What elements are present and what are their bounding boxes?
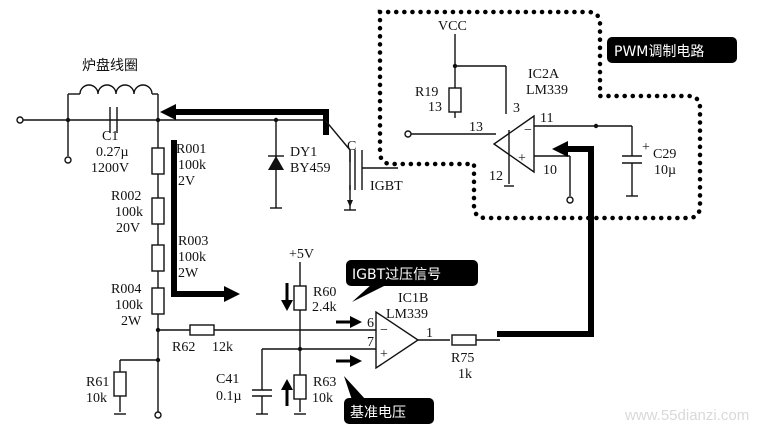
ic1b-wiring xyxy=(113,262,500,415)
r001-power: 2V xyxy=(178,174,195,189)
ic1b-part: LM339 xyxy=(386,307,428,322)
dy1-part: BY459 xyxy=(290,161,330,176)
c41-name: C41 xyxy=(216,372,239,387)
r003-name: R003 xyxy=(178,234,208,249)
induction-coil xyxy=(68,84,158,95)
r61-name: R61 xyxy=(86,375,109,390)
resistor-r60 xyxy=(293,285,307,311)
coil-label: 炉盘线圈 xyxy=(82,57,138,74)
pwm-region-outline xyxy=(377,9,703,221)
pin6-pointer-arrow xyxy=(336,316,362,328)
r62-name: R62 xyxy=(172,340,195,355)
r60-down-arrow xyxy=(281,283,293,311)
ic2a-name: IC2A xyxy=(528,67,560,82)
c29-plus: + xyxy=(642,140,650,155)
resistor-r61 xyxy=(113,371,127,397)
igbt-transistor xyxy=(324,119,398,211)
ic1b-plus: + xyxy=(380,347,388,362)
pin-11: 11 xyxy=(540,111,553,126)
resistor-r002 xyxy=(151,197,165,225)
pin-12: 12 xyxy=(489,169,503,184)
c1-name: C1 xyxy=(102,129,118,144)
pin-6: 6 xyxy=(367,316,374,331)
divider-signal-arrow xyxy=(171,140,240,302)
r62-value: 12k xyxy=(212,340,233,355)
resistor-r62 xyxy=(189,324,215,336)
pwm-callout: PWM调制电路 xyxy=(607,37,737,63)
r003-power: 2W xyxy=(178,266,199,281)
r19-name: R19 xyxy=(415,85,438,100)
feedback-arrow-right xyxy=(497,141,594,337)
r002-power: 20V xyxy=(116,221,140,236)
ref-voltage-callout: 基准电压 xyxy=(344,376,434,424)
capacitor-c1 xyxy=(109,107,118,133)
r75-name: R75 xyxy=(451,351,474,366)
divider-chain xyxy=(151,120,165,419)
feedback-arrow-top xyxy=(160,104,329,135)
r19-value: 13 xyxy=(428,100,442,115)
r60-name: R60 xyxy=(313,285,336,300)
dy1-name: DY1 xyxy=(290,145,317,160)
r001-value: 100k xyxy=(178,158,206,173)
r001-name: R001 xyxy=(176,142,206,157)
resistor-r004 xyxy=(151,287,165,315)
r75-value: 1k xyxy=(458,367,472,382)
pin-1: 1 xyxy=(426,326,433,341)
resistor-r75 xyxy=(451,334,477,346)
pin-7: 7 xyxy=(367,335,374,350)
comparator-ic1b xyxy=(375,310,420,370)
r003-value: 100k xyxy=(178,250,206,265)
r63-value: 10k xyxy=(312,391,333,406)
pwm-wiring xyxy=(404,34,507,138)
c41-value: 0.1µ xyxy=(216,389,242,404)
comparator-ic2a xyxy=(492,114,574,204)
ref-voltage-label: 基准电压 xyxy=(350,404,406,421)
r004-power: 2W xyxy=(121,314,142,329)
resistor-r003 xyxy=(151,244,165,272)
resistor-r001 xyxy=(151,147,165,175)
ic1b-name: IC1B xyxy=(398,291,428,306)
ic2a-minus: − xyxy=(524,123,532,138)
resistor-r63 xyxy=(293,374,307,400)
pwm-label: PWM调制电路 xyxy=(614,44,704,60)
vcc-label: VCC xyxy=(438,19,467,34)
igbt-collector-label: C xyxy=(347,139,356,154)
igbt-signal-label: IGBT过压信号 xyxy=(352,267,441,283)
c29-name: C29 xyxy=(653,147,676,162)
r004-value: 100k xyxy=(115,298,143,313)
pin-10: 10 xyxy=(543,163,557,178)
watermark: www.55dianzi.com xyxy=(624,407,749,424)
r63-up-arrow xyxy=(281,379,293,406)
igbt-label: IGBT xyxy=(370,179,403,194)
igbt-signal-callout: IGBT过压信号 xyxy=(346,260,478,302)
resistor-r19 xyxy=(448,87,462,113)
diode-dy1 xyxy=(268,120,284,209)
r63-name: R63 xyxy=(313,375,336,390)
capacitor-c29 xyxy=(534,123,642,197)
pin7-pointer-arrow xyxy=(336,355,362,367)
ic2a-plus: + xyxy=(518,151,526,166)
r004-name: R004 xyxy=(111,282,141,297)
ic1b-minus: − xyxy=(380,323,388,338)
r002-value: 100k xyxy=(115,205,143,220)
c1-voltage: 1200V xyxy=(91,161,129,176)
r002-name: R002 xyxy=(111,189,141,204)
r61-value: 10k xyxy=(86,391,107,406)
c1-value: 0.27µ xyxy=(96,145,129,160)
pin-13: 13 xyxy=(469,120,483,135)
ic2a-part: LM339 xyxy=(526,83,568,98)
pin-3: 3 xyxy=(513,101,520,116)
c29-value: 10µ xyxy=(654,163,676,178)
r60-value: 2.4k xyxy=(312,300,337,315)
plus5v-label: +5V xyxy=(289,247,314,262)
